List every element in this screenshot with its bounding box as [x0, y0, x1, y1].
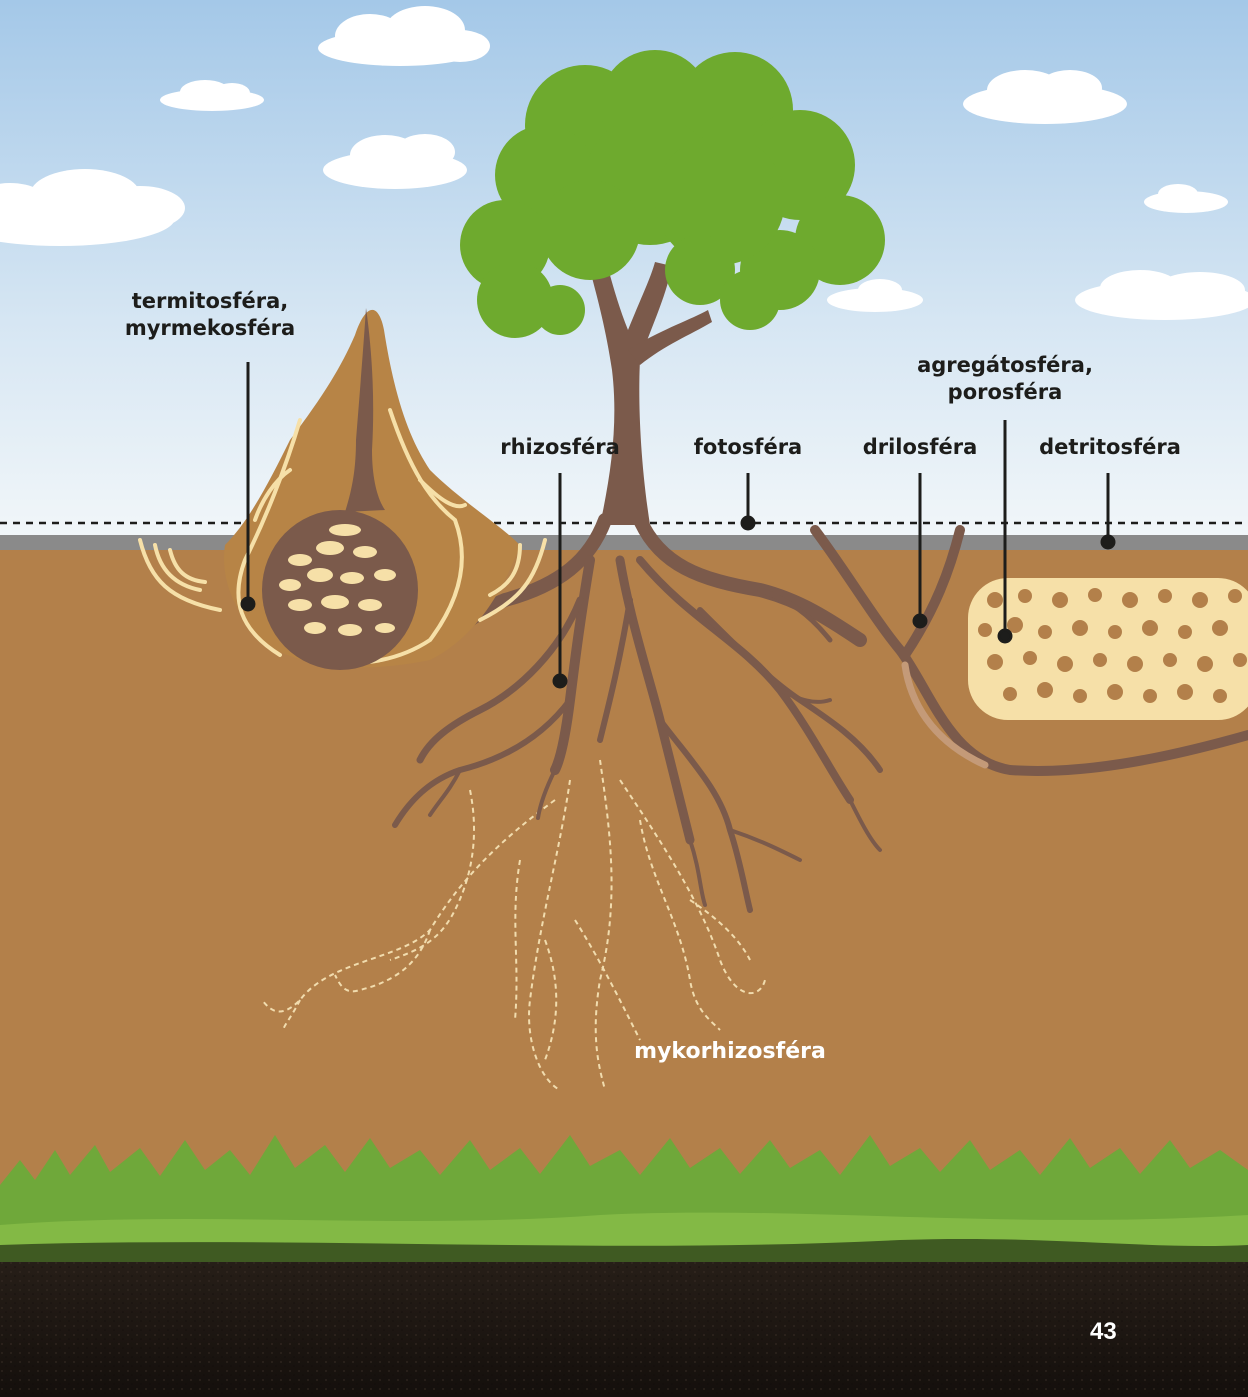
detrito-dot — [1102, 536, 1114, 548]
label-detritosfera: detritosféra — [1030, 434, 1190, 461]
litter-layer — [0, 535, 1248, 550]
label-termitosfera-line2: myrmekosféra — [110, 315, 310, 342]
drilo-dot — [914, 615, 926, 627]
label-mykorhizosfera: mykorhizosféra — [620, 1038, 840, 1065]
foto-dot — [742, 517, 754, 529]
page-number: 43 — [1090, 1318, 1117, 1346]
label-agregatosfera: agregátosféra, porosféra — [895, 352, 1115, 406]
label-fotosfera: fotosféra — [660, 434, 836, 461]
rhizo-dot — [554, 675, 566, 687]
label-termitosfera: termitosféra, myrmekosféra — [110, 288, 310, 342]
label-drilosfera: drilosféra — [845, 434, 995, 461]
soil-aggregates — [968, 578, 1248, 720]
label-termitosfera-line1: termitosféra, — [110, 288, 310, 315]
label-agregatosfera-line2: porosféra — [895, 379, 1115, 406]
agregato-dot — [999, 630, 1011, 642]
label-agregatosfera-line1: agregátosféra, — [895, 352, 1115, 379]
termito-dot — [242, 598, 254, 610]
label-rhizosfera: rhizosféra — [450, 434, 670, 461]
